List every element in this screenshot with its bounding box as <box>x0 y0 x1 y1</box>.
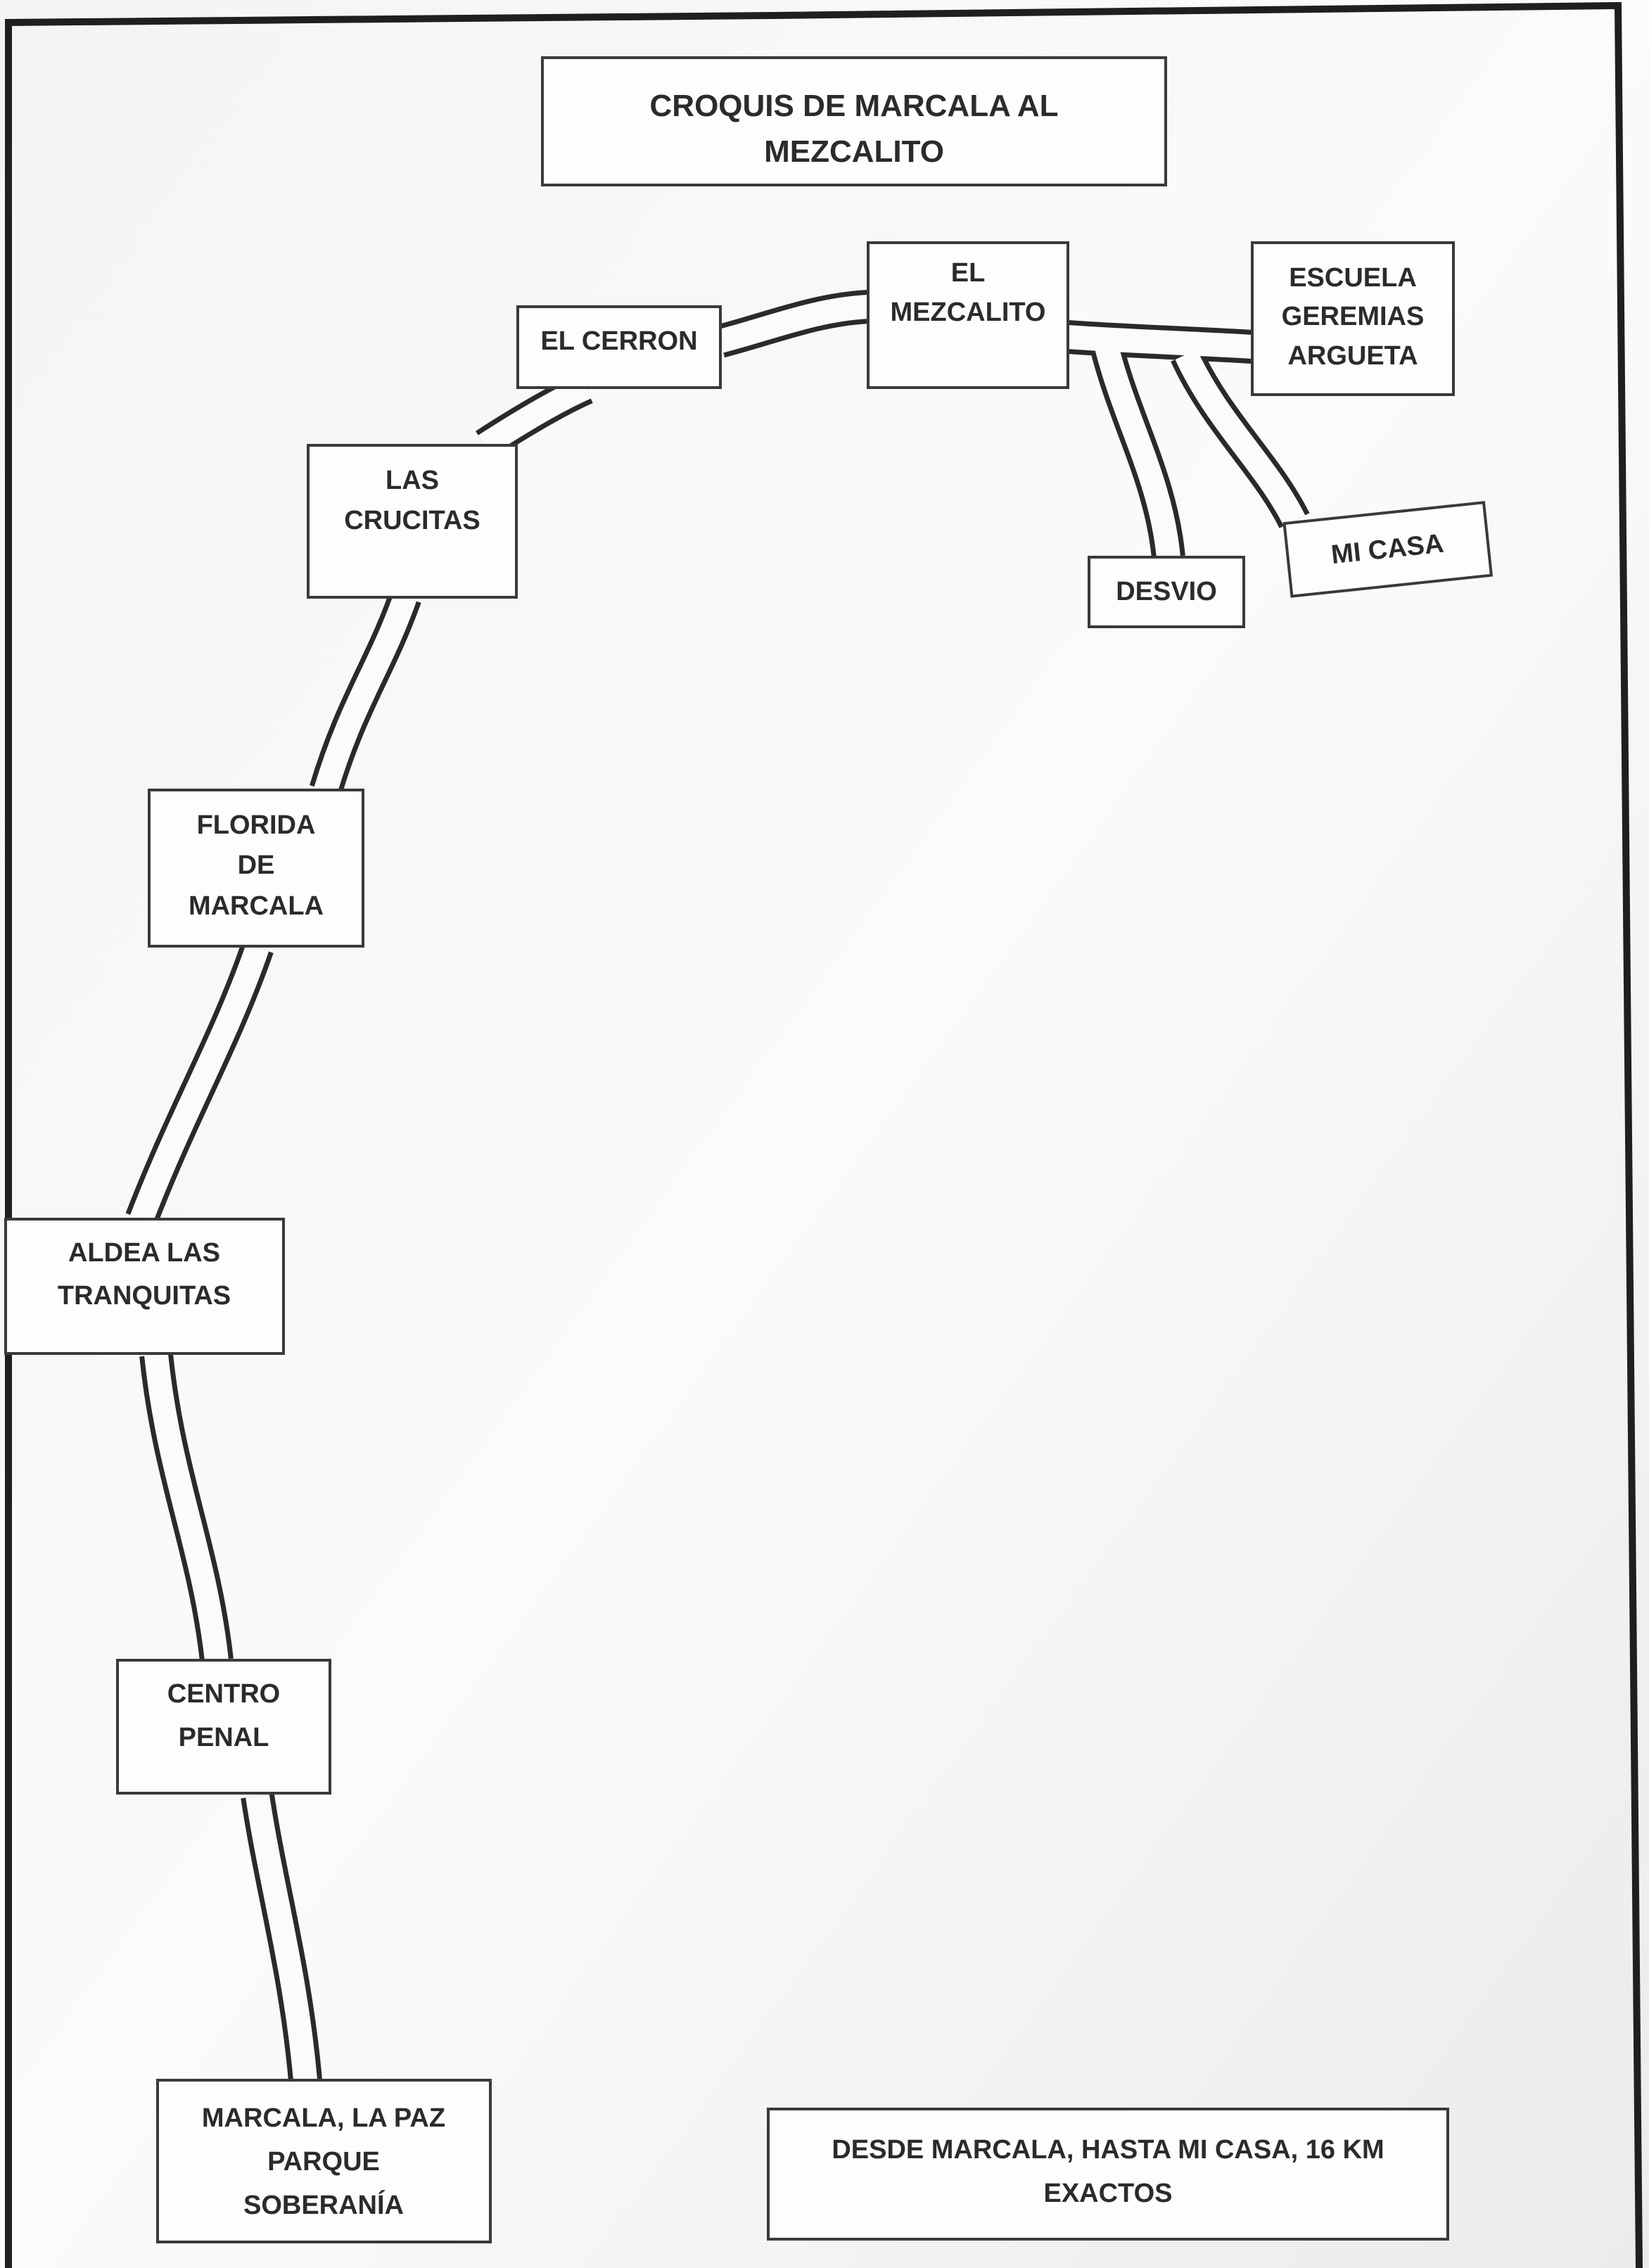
place-escuela-geremias-argueta: ESCUELA GEREMIAS ARGUETA <box>1251 241 1455 396</box>
title-box: CROQUIS DE MARCALA AL MEZCALITO <box>541 56 1167 186</box>
svg-text:CROQUIS DE MARCALA AL: CROQUIS DE MARCALA AL <box>650 89 1059 123</box>
place-desvio: DESVIO <box>1088 556 1245 628</box>
place-label: MARCALA, LA PAZ <box>202 2103 445 2133</box>
place-centro-penal: CENTRO PENAL <box>116 1659 331 1795</box>
place-label: DE <box>238 850 275 880</box>
place-label: ALDEA LAS <box>68 1238 220 1268</box>
place-label: CRUCITAS <box>344 506 480 535</box>
title-line: MEZCALITO <box>764 134 944 169</box>
place-label: TRANQUITAS <box>58 1281 231 1311</box>
page-frame <box>5 1 1643 2268</box>
distance-note-line: DESDE MARCALA, HASTA MI CASA, 16 KM <box>832 2135 1384 2165</box>
place-label: MARCALA <box>189 891 324 921</box>
place-label: PARQUE <box>267 2147 380 2177</box>
place-aldea-las-tranquitas: ALDEA LAS TRANQUITAS <box>4 1218 285 1355</box>
distance-note-box: DESDE MARCALA, HASTA MI CASA, 16 KM EXAC… <box>767 2108 1449 2241</box>
place-el-mezcalito: EL MEZCALITO <box>867 241 1069 389</box>
place-label: CENTRO <box>167 1679 280 1709</box>
place-label: ARGUETA <box>1287 341 1418 371</box>
svg-text:MEZCALITO: MEZCALITO <box>764 134 944 169</box>
place-marcala-la-paz: MARCALA, LA PAZ PARQUE SOBERANÍA <box>156 2079 492 2243</box>
place-label: ESCUELA <box>1289 263 1417 293</box>
distance-note-line: EXACTOS <box>1043 2179 1172 2208</box>
place-label: EL <box>951 258 986 288</box>
place-label: DESVIO <box>1116 577 1217 606</box>
roads <box>125 290 1310 2082</box>
place-florida-de-marcala: FLORIDA DE MARCALA <box>148 789 364 948</box>
place-label: LAS <box>386 466 439 495</box>
place-mi-casa: MI CASA <box>1282 501 1494 598</box>
place-label: EL CERRON <box>540 326 697 356</box>
place-el-cerron: EL CERRON <box>516 305 722 389</box>
place-label: MEZCALITO <box>891 298 1046 327</box>
title-line: CROQUIS DE MARCALA AL <box>650 89 1059 123</box>
place-label: SOBERANÍA <box>243 2189 404 2220</box>
place-label: FLORIDA <box>197 810 316 840</box>
place-las-crucitas: LAS CRUCITAS <box>307 444 518 599</box>
place-label: PENAL <box>179 1723 269 1752</box>
place-label: GEREMIAS <box>1282 302 1425 331</box>
